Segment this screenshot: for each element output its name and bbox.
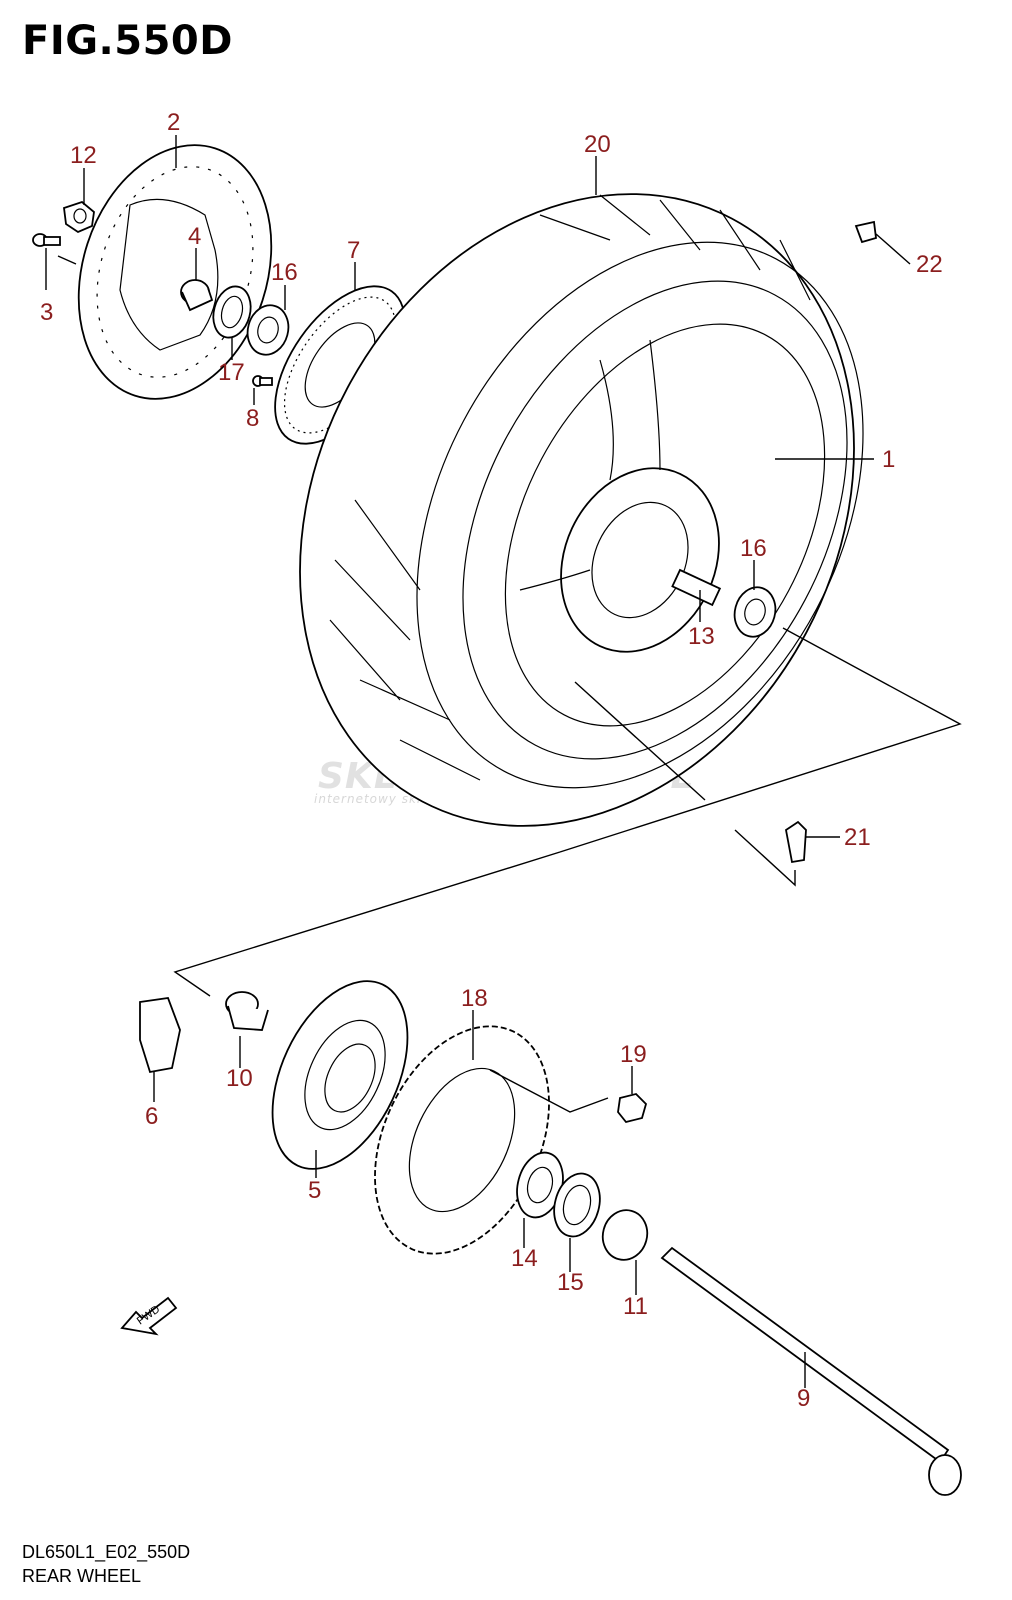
forward-arrow-icon: FWD [120, 1296, 178, 1336]
figure-name: REAR WHEEL [22, 1566, 142, 1586]
rear-axle-9 [660, 1246, 962, 1496]
callout-3: 3 [40, 299, 53, 326]
collar-10 [225, 991, 269, 1031]
callout-13: 13 [688, 623, 715, 650]
collar-11 [601, 1209, 649, 1261]
callout-18: 18 [461, 985, 488, 1012]
callout-12: 12 [70, 142, 97, 169]
callout-5: 5 [308, 1177, 321, 1204]
callout-21: 21 [844, 824, 871, 851]
callout-16-right: 16 [740, 535, 767, 562]
callout-4: 4 [188, 223, 201, 250]
disc-bolt-12 [63, 200, 95, 234]
oil-seal-17 [212, 285, 252, 339]
axle-collar-13 [671, 568, 722, 607]
callout-14: 14 [511, 1245, 538, 1272]
figure-code: DL650L1_E02_550D [22, 1542, 191, 1562]
callout-20: 20 [584, 131, 611, 158]
disc-screw-3 [32, 233, 61, 247]
callout-10: 10 [226, 1065, 253, 1092]
callout-2: 2 [167, 109, 180, 136]
sprocket-hub-5 [271, 980, 409, 1170]
callout-6: 6 [145, 1103, 158, 1130]
rear-tire [299, 193, 864, 827]
balance-weight-22 [854, 220, 877, 244]
callout-19: 19 [620, 1041, 647, 1068]
callout-9: 9 [797, 1385, 810, 1412]
assembly-frame-lines [173, 627, 962, 997]
callout-labels: 20 2 12 4 3 16 7 17 8 22 1 16 13 21 18 1… [40, 109, 943, 1412]
valve-21 [785, 820, 807, 864]
cushion-6 [139, 997, 181, 1074]
bearing-16-right [733, 586, 777, 638]
bearing-16-left [246, 304, 290, 356]
rear-sprocket-18 [374, 1025, 550, 1255]
leader-lines [45, 135, 911, 1388]
figure-title: FIG.550D [22, 18, 233, 64]
callout-15: 15 [557, 1269, 584, 1296]
callout-7: 7 [347, 237, 360, 264]
callout-1: 1 [882, 446, 895, 473]
collar-4 [180, 279, 214, 312]
wheel-rim [462, 280, 848, 760]
callout-8: 8 [246, 405, 259, 432]
callout-11: 11 [623, 1293, 648, 1320]
sprocket-nut-19 [617, 1093, 648, 1124]
callout-16-left: 16 [271, 259, 298, 286]
callout-17: 17 [218, 359, 245, 386]
oil-seal-15 [553, 1172, 601, 1238]
callout-22: 22 [916, 251, 943, 278]
ring-screw-8 [252, 375, 273, 387]
